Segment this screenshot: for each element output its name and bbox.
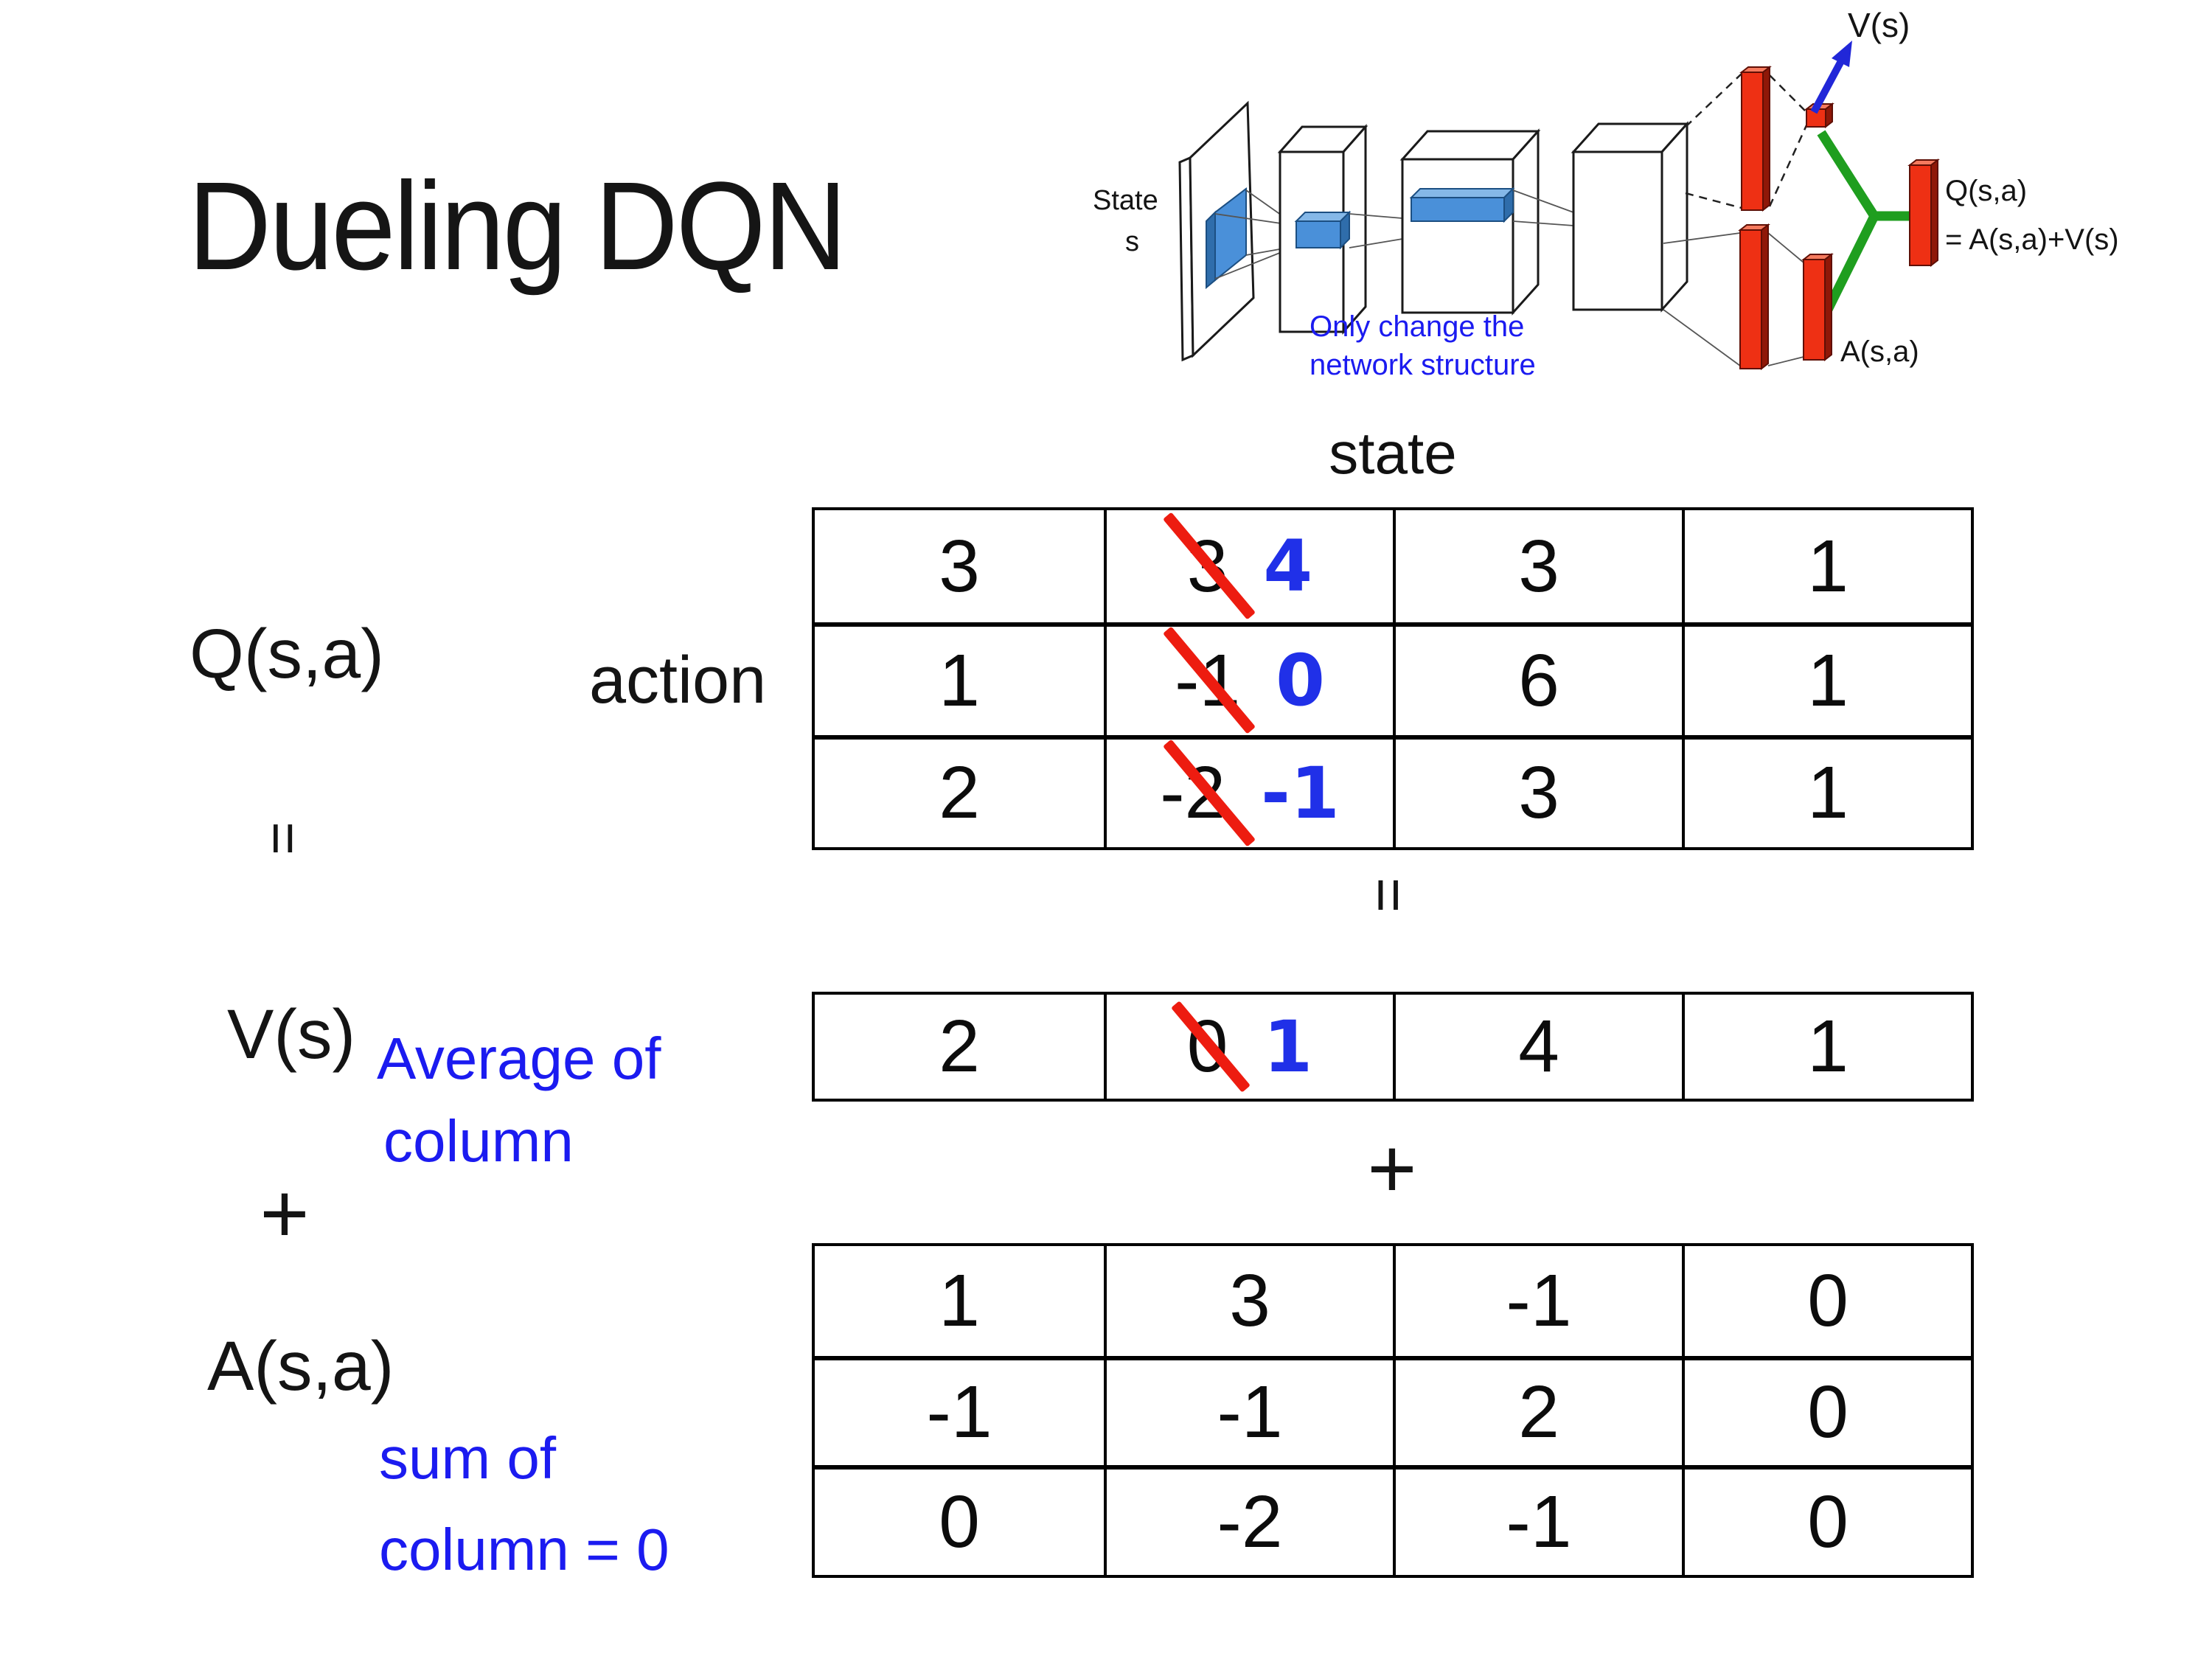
action-axis-label: action — [589, 644, 767, 717]
v-arrow — [1810, 41, 1852, 114]
cell-value: 2 — [1518, 1371, 1559, 1454]
table-cell: -1 — [1393, 1246, 1682, 1356]
cell-value: -1 — [1506, 1481, 1572, 1564]
cell-value: 0 — [939, 1481, 980, 1564]
feature-bar-1 — [1294, 210, 1352, 250]
cell-value: 3 — [1518, 524, 1559, 608]
note-line1: Only change the — [1310, 310, 1524, 343]
plus-left: + — [260, 1166, 310, 1261]
q-output-label-line1: Q(s,a) — [1945, 175, 2027, 207]
cell-value: -1 — [1506, 1259, 1572, 1342]
table-cell: 2 — [1393, 1355, 1682, 1466]
table-cell: 1 — [815, 622, 1104, 734]
cell-value: 0 — [1807, 1259, 1848, 1342]
table-cell-struck: -2 -1 — [1104, 734, 1393, 847]
equals-left: = — [251, 821, 316, 855]
cell-value: 4 — [1518, 1005, 1559, 1088]
cell-value: 2 — [939, 751, 980, 835]
table-cell: -2 — [1104, 1465, 1393, 1575]
table-cell: 1 — [815, 1246, 1104, 1356]
sum-note-line2: column = 0 — [379, 1517, 669, 1582]
v-term-label: V(s) — [227, 995, 356, 1074]
table-cell-struck: 0 1 — [1104, 995, 1393, 1099]
a-table: 1 3 -1 0 -1 -1 2 0 0 -2 -1 0 — [812, 1243, 1974, 1578]
cell-value: 1 — [1807, 751, 1848, 835]
conv-box-3 — [1571, 121, 1690, 313]
table-cell: 2 — [815, 995, 1104, 1099]
a-term-label: A(s,a) — [207, 1327, 394, 1405]
table-cell: 3 — [1104, 1246, 1393, 1356]
state-label-line2: s — [1125, 226, 1139, 257]
cell-value: 1 — [939, 639, 980, 722]
cell-value: 1 — [1807, 1005, 1848, 1088]
cell-value: 3 — [939, 524, 980, 608]
q-output-label-line2: = A(s,a)+V(s) — [1945, 223, 2119, 256]
cell-value: 2 — [939, 1005, 980, 1088]
new-value: -1 — [1261, 751, 1340, 835]
cell-value: -2 — [1217, 1481, 1283, 1564]
cell-value: 0 — [1807, 1371, 1848, 1454]
table-cell-struck: 3 4 — [1104, 510, 1393, 623]
q-output-bar — [1907, 158, 1940, 268]
cell-value: 6 — [1518, 639, 1559, 722]
cell-value: 1 — [939, 1259, 980, 1342]
table-cell: 3 — [1393, 510, 1682, 623]
average-note-line1: Average of — [377, 1026, 661, 1091]
table-cell: -1 — [1393, 1465, 1682, 1575]
a-output-label: A(s,a) — [1840, 335, 1919, 368]
table-cell: 1 — [1682, 734, 1971, 847]
solid-connectors — [1663, 232, 1804, 366]
average-note-line2: column — [383, 1108, 574, 1174]
new-value: 1 — [1263, 1005, 1313, 1088]
q-table: 3 3 4 3 1 1 -1 0 6 1 2 -2 -1 — [812, 507, 1974, 850]
table-cell: 3 — [815, 510, 1104, 622]
dashed-connectors — [1685, 73, 1808, 209]
v-table: 2 0 1 4 1 — [812, 992, 1974, 1102]
page-title: Dueling DQN — [188, 156, 847, 296]
table-cell: 6 — [1393, 622, 1682, 735]
dueling-network-diagram: V(s) State s Only change the network str… — [1093, 6, 2119, 381]
fc-bar-bottom — [1738, 223, 1770, 371]
sum-note-line1: sum of — [379, 1425, 557, 1491]
merge-lines — [1817, 130, 1910, 319]
table-cell: 3 — [1393, 734, 1682, 847]
table-cell: 0 — [815, 1465, 1104, 1575]
table-cell: -1 — [1104, 1355, 1393, 1466]
table-cell: 1 — [1682, 510, 1971, 623]
table-cell: 0 — [1682, 1355, 1971, 1466]
new-value: 0 — [1276, 639, 1325, 723]
table-cell: -1 — [815, 1355, 1104, 1466]
cell-value: 3 — [1229, 1259, 1270, 1342]
q-term-label: Q(s,a) — [189, 615, 384, 693]
feature-bar-2 — [1409, 187, 1515, 223]
table-cell: 4 — [1393, 995, 1682, 1099]
equals-center: = — [1355, 877, 1422, 913]
plus-center: + — [1367, 1121, 1417, 1216]
table-cell-struck: -1 0 — [1104, 622, 1393, 735]
fc-bar-top — [1739, 65, 1772, 212]
cell-value: -1 — [1217, 1371, 1283, 1454]
table-cell: 1 — [1682, 622, 1971, 735]
connector-lines — [1512, 189, 1574, 226]
new-value: 4 — [1263, 525, 1313, 608]
state-label-line1: State — [1093, 185, 1158, 216]
cell-value: 1 — [1807, 524, 1848, 608]
note-line2: network structure — [1310, 349, 1536, 381]
conv-filter — [1206, 187, 1247, 290]
connector-lines — [1349, 213, 1403, 248]
table-cell: 2 — [815, 734, 1104, 847]
cell-value: 1 — [1807, 639, 1848, 722]
table-cell: 1 — [1682, 995, 1971, 1099]
a-node-bar — [1801, 252, 1834, 362]
cell-value: 0 — [1807, 1481, 1848, 1564]
v-output-label: V(s) — [1848, 6, 1910, 44]
table-cell: 0 — [1682, 1246, 1971, 1356]
cell-value: -1 — [926, 1371, 992, 1454]
state-axis-label: state — [1329, 420, 1457, 486]
cell-value: 3 — [1518, 751, 1559, 835]
table-cell: 0 — [1682, 1465, 1971, 1575]
